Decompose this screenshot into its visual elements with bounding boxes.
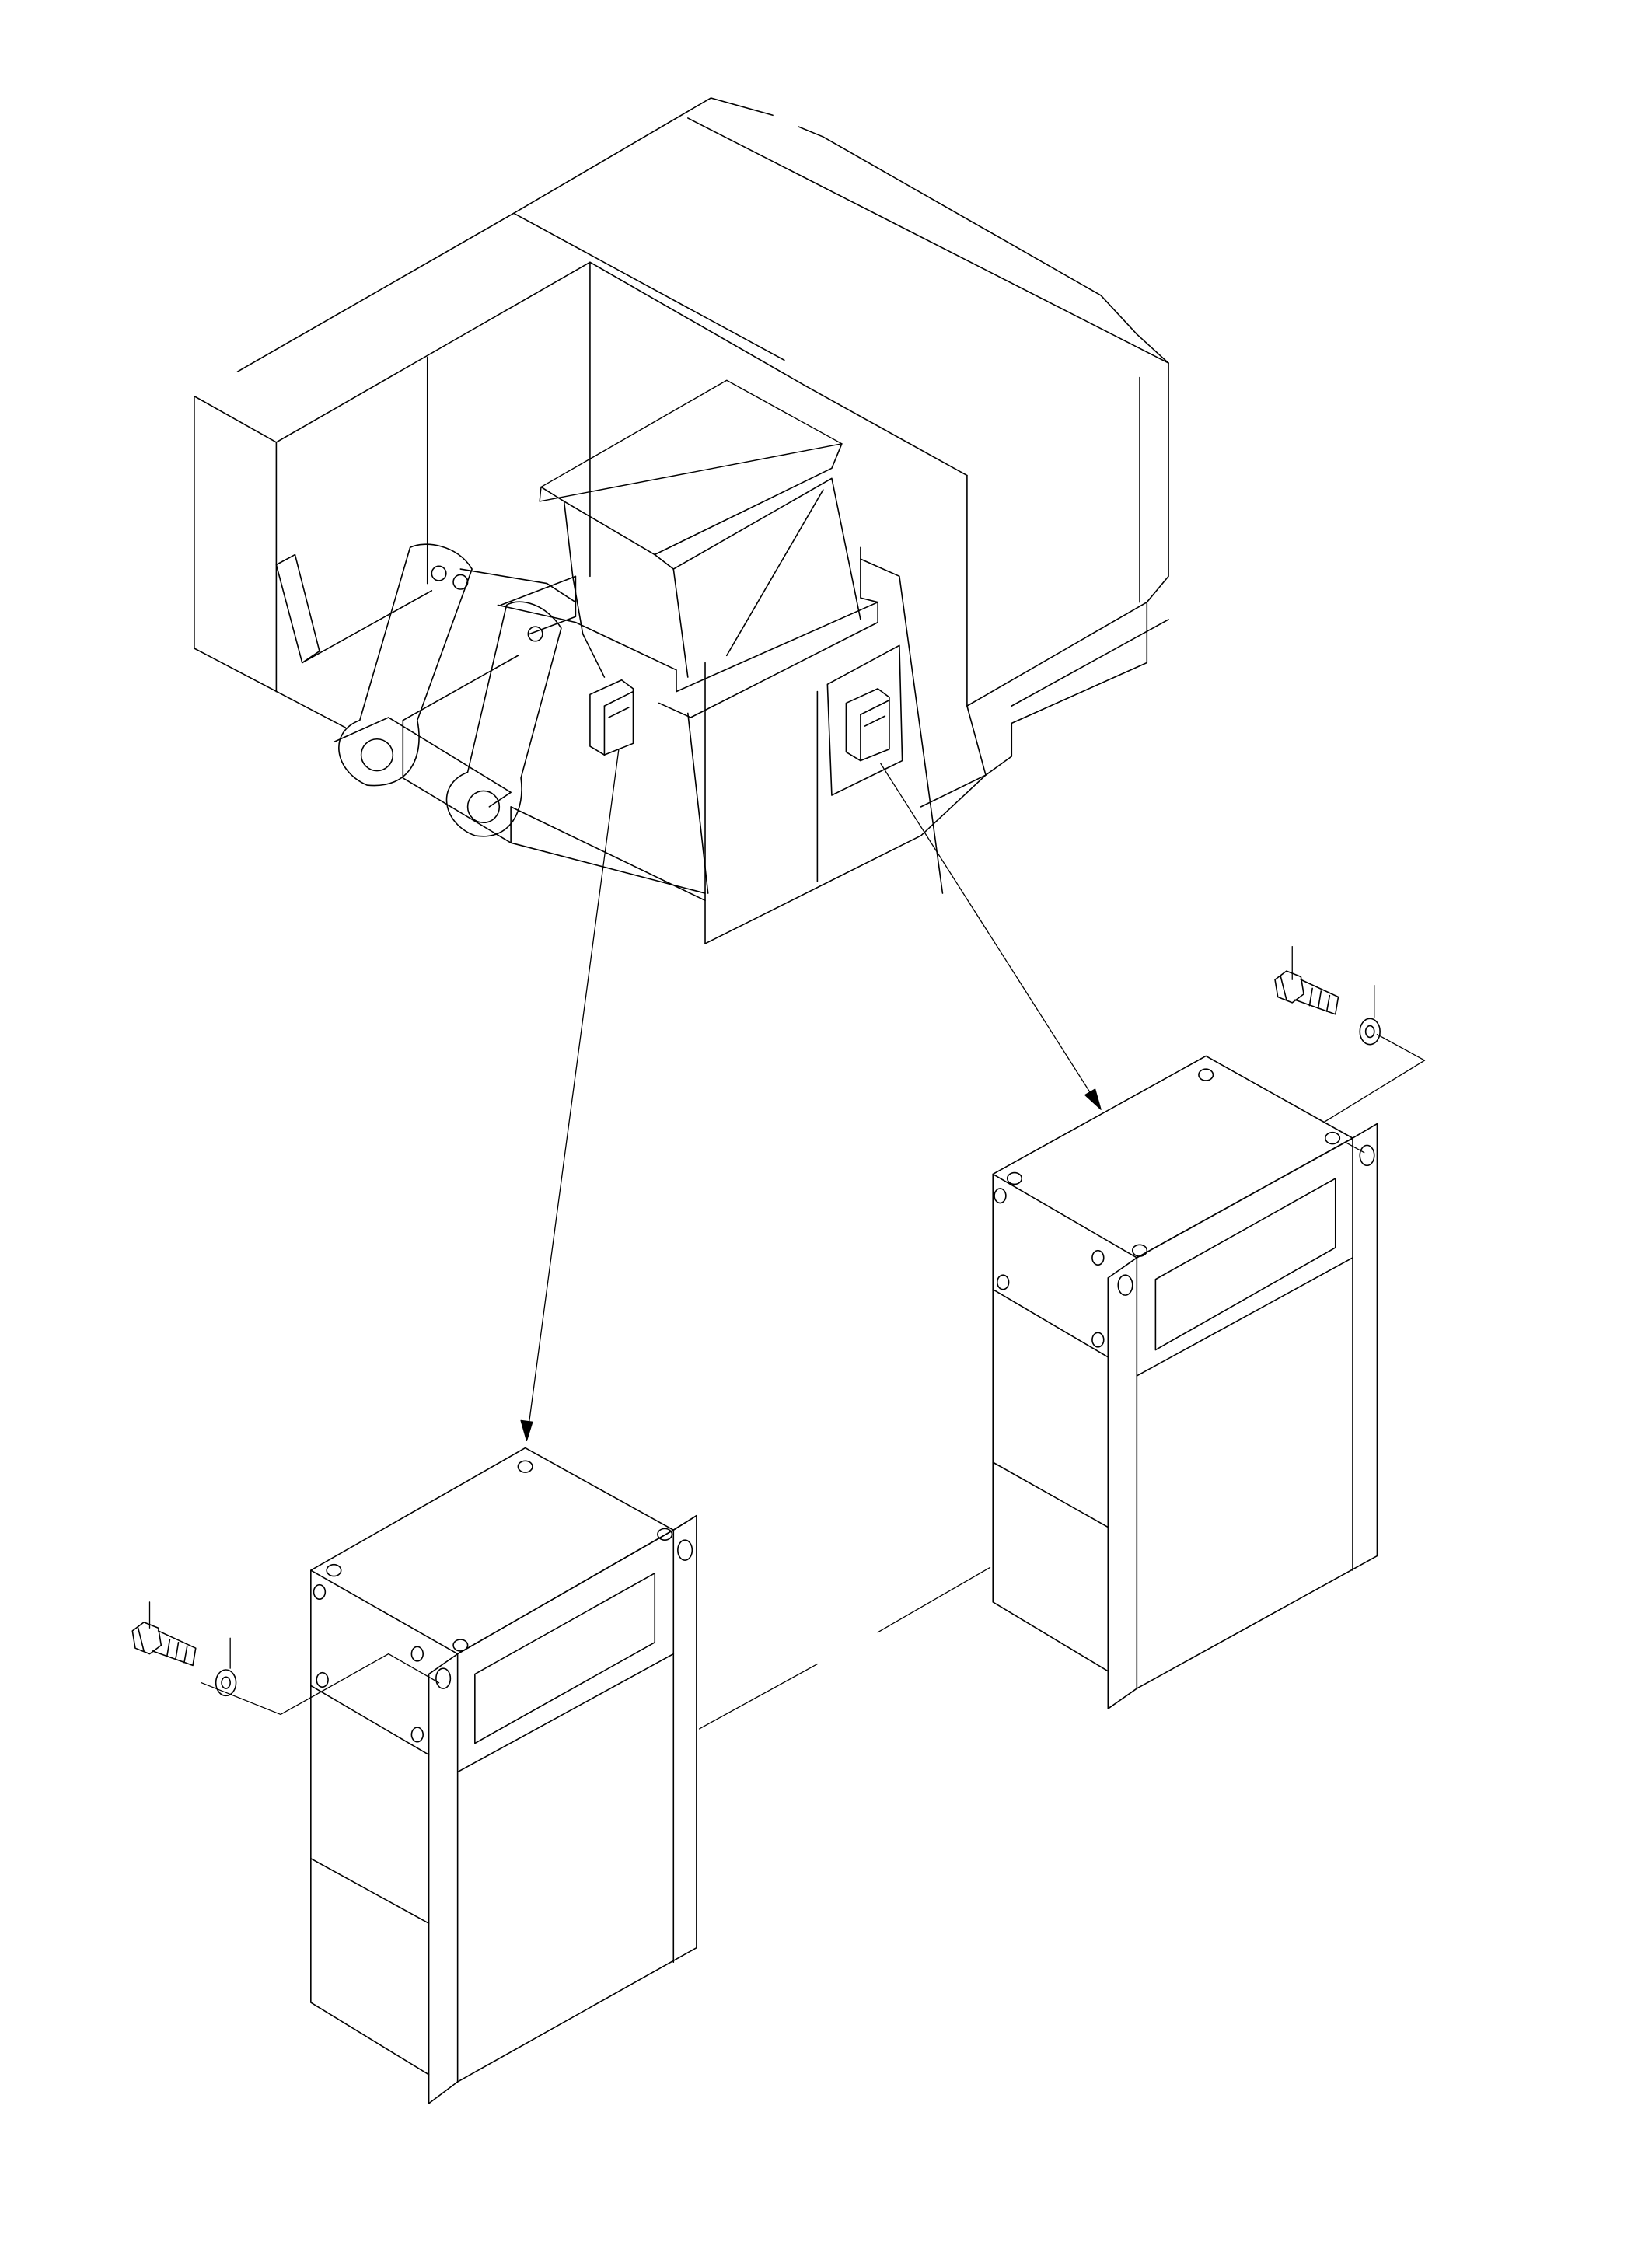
control-box-left-icon — [311, 1448, 697, 2104]
bolt-left-icon — [132, 1622, 195, 1666]
leader-lines — [150, 749, 1425, 1729]
mounted-box-left-icon — [590, 680, 634, 755]
washer-right-icon — [1360, 1018, 1380, 1044]
washer-left-icon — [216, 1670, 236, 1695]
machine-frame-icon — [194, 98, 1168, 944]
bolt-right-icon — [1275, 971, 1338, 1014]
control-box-right-icon — [993, 1056, 1377, 1709]
mounted-box-right-icon — [846, 689, 889, 761]
